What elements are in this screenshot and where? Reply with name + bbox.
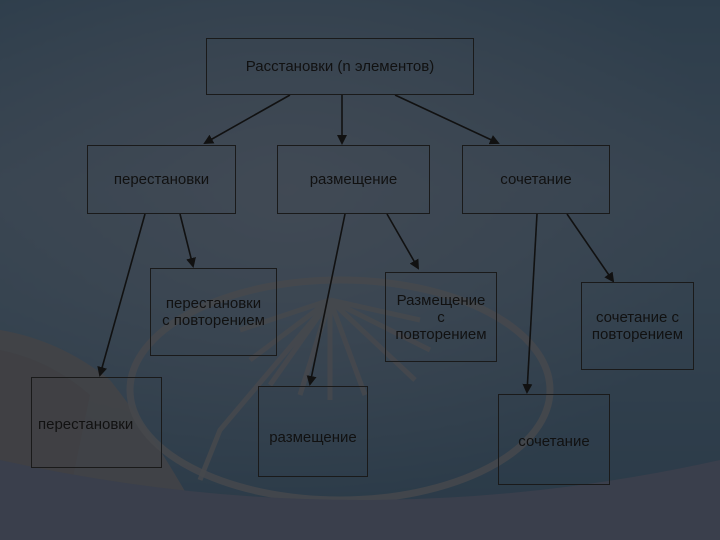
- permutations-leaf-label: перестановки: [38, 416, 133, 433]
- combinations-with-repetition-label: сочетание с повторением: [592, 309, 683, 343]
- arrangements-label: размещение: [310, 171, 398, 188]
- node-permutations-leaf: перестановки: [31, 377, 162, 468]
- arrow-combinations-to-comb: [527, 214, 537, 392]
- arrow-arrangements-to-arr-rep: [387, 214, 418, 268]
- arrangements-with-repetition-label: Размещение с повторением: [395, 292, 486, 343]
- permutations-with-repetition-label: перестановки с повторением: [162, 295, 265, 329]
- node-combinations: сочетание: [462, 145, 610, 214]
- combinations-leaf-label: сочетание: [518, 433, 589, 450]
- node-combinations-leaf: сочетание: [498, 394, 610, 485]
- node-permutations-with-repetition: перестановки с повторением: [150, 268, 277, 356]
- arrow-permutations-to-perms: [100, 214, 145, 375]
- permutations-label: перестановки: [114, 171, 209, 188]
- node-arrangements-with-repetition: Размещение с повторением: [385, 272, 497, 362]
- root-label: Расстановки (n элементов): [246, 58, 434, 75]
- arrow-permutations-to-perms-rep: [180, 214, 193, 266]
- arrow-combinations-to-comb-rep: [567, 214, 613, 281]
- combinations-label: сочетание: [500, 171, 571, 188]
- arrow-root-to-combinations: [395, 95, 498, 143]
- arrow-root-to-permutations: [205, 95, 290, 143]
- node-arrangements: размещение: [277, 145, 430, 214]
- root-node: Расстановки (n элементов): [206, 38, 474, 95]
- node-combinations-with-repetition: сочетание с повторением: [581, 282, 694, 370]
- node-arrangements-leaf: размещение: [258, 386, 368, 477]
- arrangements-leaf-label: размещение: [269, 429, 357, 446]
- arrow-arrangements-to-arr: [310, 214, 345, 384]
- node-permutations: перестановки: [87, 145, 236, 214]
